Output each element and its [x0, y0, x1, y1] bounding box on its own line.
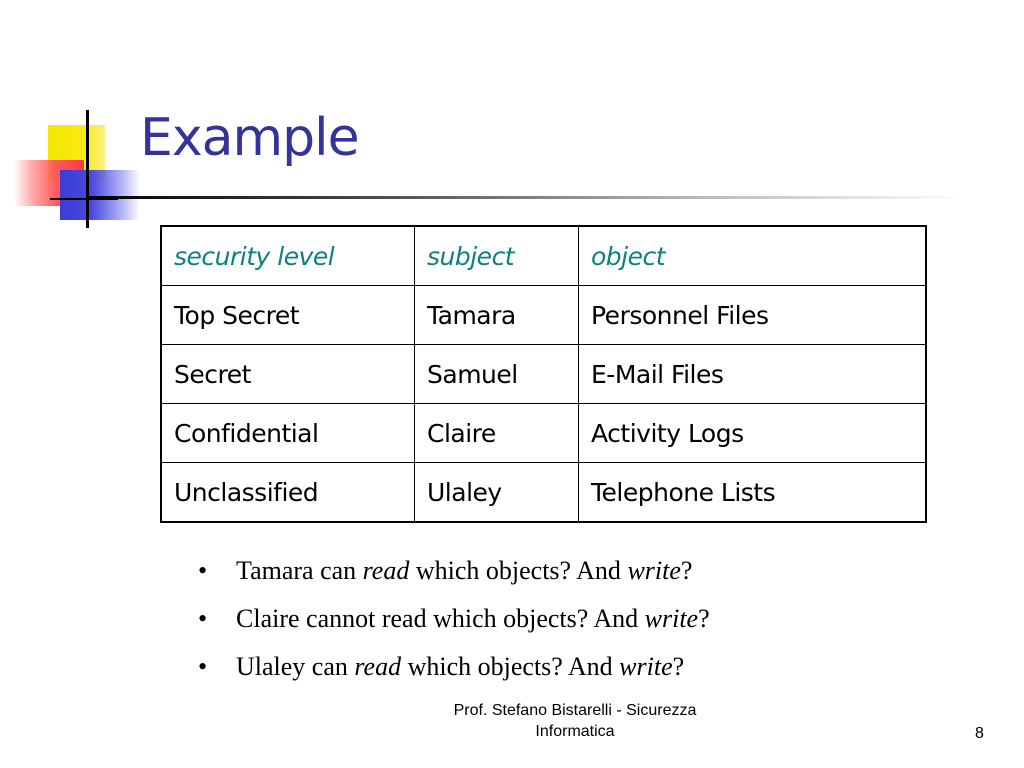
- table-row: Secret Samuel E-Mail Files: [160, 344, 927, 404]
- header-cell-subject: subject: [414, 225, 579, 286]
- bullet-text: which objects? And: [401, 652, 620, 681]
- bullet-marker: •: [198, 556, 208, 585]
- table-cell: Tamara: [414, 285, 579, 345]
- bullet-emphasis-write: write: [619, 652, 673, 681]
- slide-logo-decoration: [0, 0, 140, 240]
- bullet-text: ?: [680, 556, 693, 585]
- table-row: Top Secret Tamara Personnel Files: [160, 285, 927, 345]
- table-cell: Personnel Files: [578, 285, 927, 345]
- bullet-text: Tamara can: [236, 556, 363, 585]
- header-cell-object: object: [578, 225, 927, 286]
- table-cell: Unclassified: [160, 462, 415, 523]
- logo-vertical-line: [86, 110, 89, 228]
- bullet-emphasis-read: read: [354, 652, 402, 681]
- bullet-emphasis-read: read: [362, 556, 410, 585]
- security-level-table: security level subject object Top Secret…: [160, 225, 927, 523]
- question-list: • Tamara can read which objects? And writ…: [198, 554, 710, 698]
- list-item: • Ulaley can read which objects? And writ…: [198, 650, 710, 698]
- list-item: • Claire cannot read which objects? And w…: [198, 602, 710, 650]
- bullet-text: which objects? And: [409, 556, 628, 585]
- bullet-emphasis-write: write: [627, 556, 681, 585]
- table-cell: Telephone Lists: [578, 462, 927, 523]
- logo-horizontal-line: [50, 198, 118, 200]
- table-cell: Ulaley: [414, 462, 579, 523]
- slide-title: Example: [140, 108, 360, 168]
- table-cell: Samuel: [414, 344, 579, 404]
- table-cell: E-Mail Files: [578, 344, 927, 404]
- bullet-text: Ulaley can: [236, 652, 355, 681]
- bullet-text: ?: [672, 652, 685, 681]
- bullet-emphasis-write: write: [644, 604, 699, 633]
- table-header-row: security level subject object: [160, 225, 927, 286]
- footer-author-line1: Prof. Stefano Bistarelli - Sicurezza: [453, 702, 697, 719]
- bullet-marker: •: [198, 604, 208, 633]
- bullet-marker: •: [198, 652, 208, 681]
- header-cell-security-level: security level: [160, 225, 415, 286]
- logo-blue-square: [60, 170, 140, 220]
- table-cell: Claire: [414, 403, 579, 463]
- footer-author-line2: Informatica: [535, 723, 615, 740]
- title-underline: [88, 196, 968, 199]
- footer-author: Prof. Stefano Bistarelli - Sicurezza Inf…: [400, 700, 750, 742]
- table-row: Confidential Claire Activity Logs: [160, 403, 927, 463]
- table-cell: Confidential: [160, 403, 415, 463]
- bullet-text: Claire cannot read which objects? And: [236, 604, 645, 633]
- table-row: Unclassified Ulaley Telephone Lists: [160, 462, 927, 523]
- bullet-text: ?: [698, 604, 710, 633]
- table-cell: Secret: [160, 344, 415, 404]
- table-cell: Activity Logs: [578, 403, 927, 463]
- list-item: • Tamara can read which objects? And writ…: [198, 554, 710, 602]
- page-number: 8: [975, 725, 984, 742]
- table-cell: Top Secret: [160, 285, 415, 345]
